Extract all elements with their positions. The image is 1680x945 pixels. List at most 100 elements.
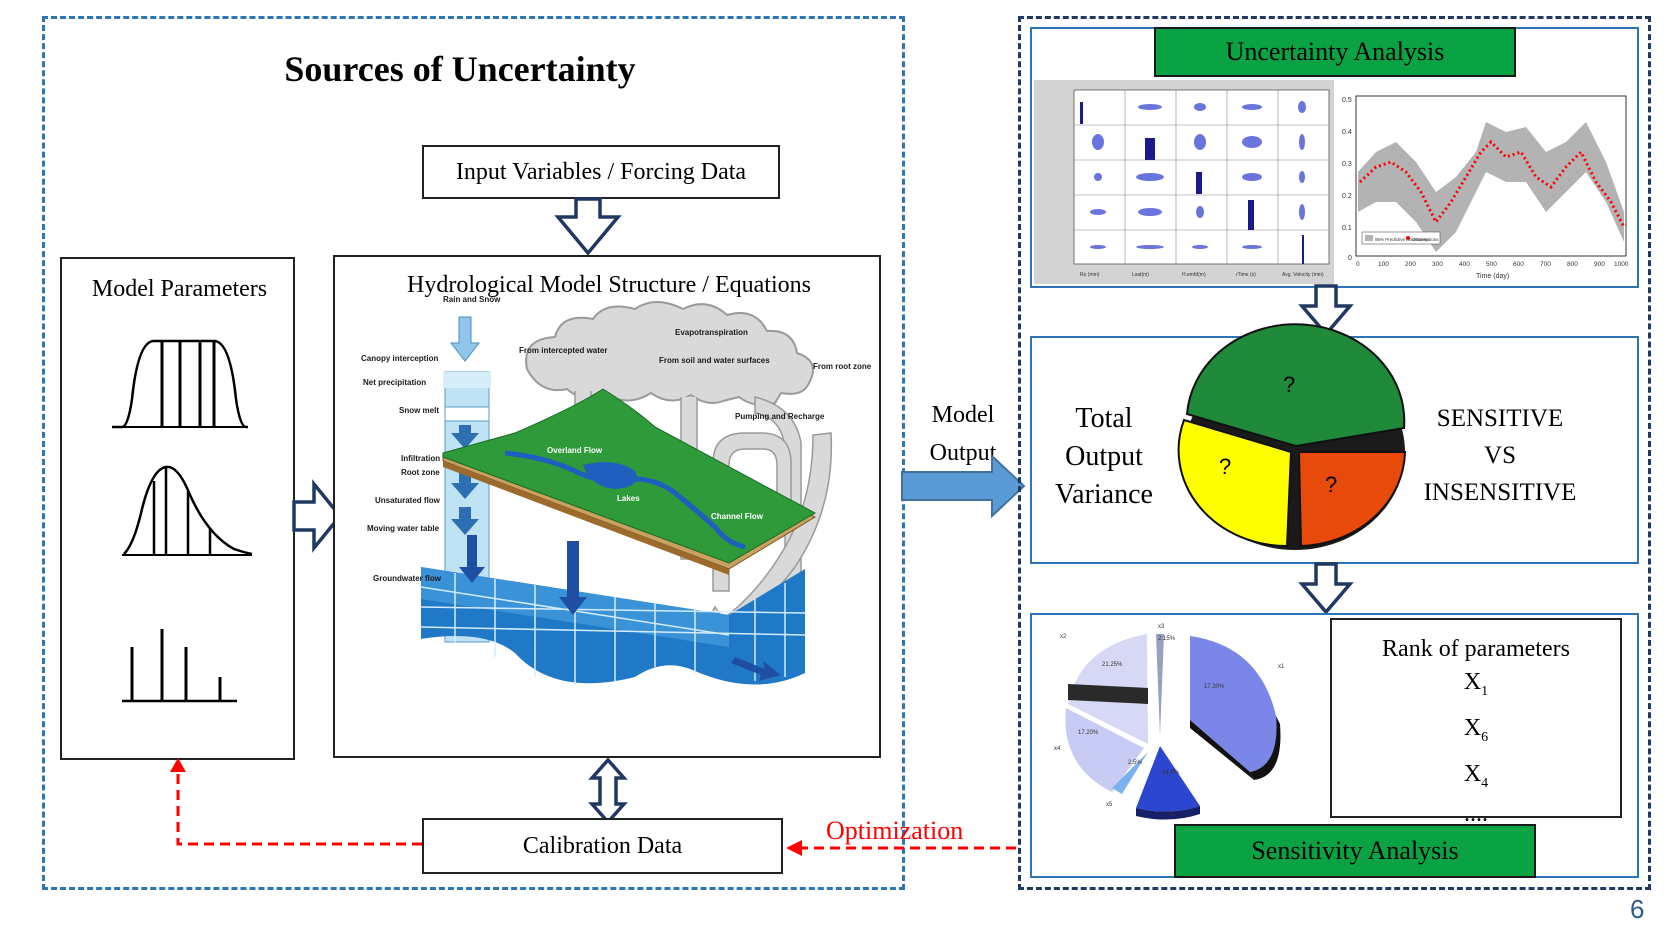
label-overland: Overland Flow bbox=[547, 446, 603, 455]
ts-xtick-5: 500 bbox=[1486, 261, 1497, 268]
input-variables-box: Input Variables / Forcing Data bbox=[422, 145, 780, 199]
ts-xtick-10: 1000 bbox=[1614, 261, 1629, 268]
model-parameters-title: Model Parameters bbox=[91, 275, 268, 302]
optimization-label: Optimization bbox=[826, 816, 964, 845]
sens-pie-label-6: 14.9% bbox=[1162, 770, 1180, 776]
ts-xtick-3: 300 bbox=[1432, 261, 1443, 268]
model-structure-title: Hydrological Model Structure / Equations bbox=[407, 271, 811, 298]
panel-title: Sources of Uncertainty bbox=[284, 49, 636, 89]
sensitive-vs-insensitive-label: SENSITIVE VS INSENSITIVE bbox=[1400, 400, 1600, 511]
pie-question-red: ? bbox=[1325, 472, 1337, 497]
label-root-zone: Root zone bbox=[401, 468, 440, 477]
ts-ytick-1: 0.4 bbox=[1342, 129, 1352, 136]
uncertainty-timeseries-plot: 95% Predictive uncertainty Observations … bbox=[1342, 95, 1629, 280]
scatter-xlabel-1: Ro (mm) bbox=[1080, 272, 1100, 278]
label-from-intercepted: From intercepted water bbox=[519, 346, 607, 355]
sens-slice-x7: x7 bbox=[1170, 812, 1177, 818]
uniform-distribution-icon bbox=[112, 339, 248, 429]
label-evapo: Evapotranspiration bbox=[675, 328, 748, 337]
label-net-precip: Net precipitation bbox=[363, 378, 426, 387]
label-snow-melt: Snow melt bbox=[399, 406, 439, 415]
total-line-3: Variance bbox=[1055, 479, 1153, 510]
scatter-xlabel-3: H.emfd(m) bbox=[1182, 272, 1206, 278]
sens-slice-x2: x2 bbox=[1060, 634, 1067, 640]
total-line-1: Total bbox=[1075, 403, 1133, 434]
ts-xtick-4: 400 bbox=[1459, 261, 1470, 268]
rank-of-parameters-box: Rank of parameters X1 X6 X4 .... bbox=[1330, 618, 1622, 827]
label-rain: Rain and Snow bbox=[443, 295, 501, 304]
model-output-line-1: Model bbox=[931, 402, 995, 428]
sens-pie-label-3: 17.30% bbox=[1204, 684, 1225, 690]
calibration-to-params-dashed-arrow bbox=[170, 758, 422, 846]
legend-obs: Observations bbox=[1412, 237, 1439, 242]
ts-ytick-0: 0.5 bbox=[1342, 97, 1352, 104]
model-output-line-2: Output bbox=[929, 440, 997, 466]
label-canopy: Canopy interception bbox=[361, 354, 438, 363]
ts-xtick-0: 0 bbox=[1356, 261, 1360, 268]
ts-xtick-9: 900 bbox=[1594, 261, 1605, 268]
pie-question-green: ? bbox=[1283, 372, 1295, 397]
ts-xtick-2: 200 bbox=[1405, 261, 1416, 268]
input-to-model-arrow bbox=[554, 197, 622, 256]
label-from-soil: From soil and water surfaces bbox=[659, 356, 770, 365]
ts-ytick-4: 0.1 bbox=[1342, 225, 1352, 232]
label-lakes: Lakes bbox=[617, 494, 640, 503]
model-calibration-double-arrow bbox=[588, 757, 628, 825]
label-unsat-flow: Unsaturated flow bbox=[375, 496, 441, 505]
ts-xlabel: Time (day) bbox=[1476, 273, 1509, 280]
ts-xtick-8: 800 bbox=[1567, 261, 1578, 268]
model-output-arrow bbox=[901, 453, 1026, 519]
uncertainty-to-variance-arrow bbox=[1298, 284, 1354, 337]
rank-item-3-sub: 4 bbox=[1481, 775, 1489, 791]
uncertainty-scatter-matrix: Ro (mm) Lsat(m) H.emfd(m) rTime (s) Avg.… bbox=[1034, 80, 1334, 284]
rank-ellipsis: .... bbox=[1464, 801, 1488, 828]
total-output-variance-label: Total Output Variance bbox=[1044, 400, 1164, 514]
rank-item-2-base: X bbox=[1463, 714, 1482, 741]
uncertainty-analysis-label: Uncertainty Analysis bbox=[1154, 27, 1516, 77]
model-parameters-box: Model Parameters bbox=[60, 257, 295, 760]
rank-item-3: X4 bbox=[1332, 756, 1620, 802]
ts-ytick-5: 0 bbox=[1348, 255, 1352, 262]
calibration-data-box: Calibration Data bbox=[422, 818, 783, 874]
rank-item-3-base: X bbox=[1463, 760, 1482, 787]
label-groundwater: Groundwater flow bbox=[373, 574, 442, 583]
rank-item-1-sub: 1 bbox=[1481, 683, 1489, 699]
total-line-2: Output bbox=[1065, 441, 1143, 472]
rank-item-2: X6 bbox=[1332, 710, 1620, 756]
rank-item-2-sub: 6 bbox=[1481, 729, 1489, 745]
variance-to-sensitivity-arrow bbox=[1298, 562, 1354, 615]
ts-ytick-2: 0.3 bbox=[1342, 161, 1352, 168]
sens-slice-x5: x5 bbox=[1106, 802, 1113, 808]
optimization-dashed-arrow bbox=[786, 840, 1016, 856]
hydrology-illustration: Rain and Snow Canopy interception Net pr… bbox=[361, 295, 872, 685]
sens-pie-label-4: 17.20% bbox=[1078, 730, 1099, 736]
sens-slice-x3: x3 bbox=[1158, 624, 1165, 630]
sens-line-1: SENSITIVE bbox=[1436, 405, 1564, 432]
sens-pie-label-1: 21.25% bbox=[1102, 662, 1123, 668]
label-channel: Channel Flow bbox=[711, 512, 764, 521]
sens-line-3: INSENSITIVE bbox=[1423, 479, 1577, 506]
sens-slice-x1: x1 bbox=[1278, 664, 1285, 670]
ts-ytick-3: 0.2 bbox=[1342, 193, 1352, 200]
skewed-distribution-icon bbox=[122, 465, 253, 556]
sensitivity-analysis-label: Sensitivity Analysis bbox=[1174, 824, 1536, 878]
ts-xtick-6: 600 bbox=[1513, 261, 1524, 268]
model-structure-box: Hydrological Model Structure / Equations bbox=[333, 255, 881, 758]
label-infiltration: Infiltration bbox=[401, 454, 440, 463]
uncertainty-sources-panel bbox=[42, 16, 905, 890]
pie-question-yellow: ? bbox=[1219, 454, 1231, 479]
ts-xtick-7: 700 bbox=[1540, 261, 1551, 268]
legend-band: 95% Predictive uncertainty bbox=[1375, 237, 1429, 242]
analysis-panel bbox=[1018, 16, 1651, 890]
sens-slice-x4: x4 bbox=[1054, 746, 1061, 752]
sensitivity-pie-chart: 21.25% 2.15% 17.30% 17.20% 2.5% 14.9% x2… bbox=[1054, 624, 1285, 820]
discrete-distribution-icon bbox=[122, 629, 237, 703]
sens-pie-label-2: 2.15% bbox=[1158, 636, 1176, 642]
label-water-table: Moving water table bbox=[367, 524, 440, 533]
params-to-model-arrow bbox=[292, 479, 343, 553]
scatter-xlabel-5: Avg. Velocity (mm) bbox=[1282, 272, 1324, 278]
sens-pie-label-5: 2.5% bbox=[1128, 760, 1142, 766]
rank-item-1-base: X bbox=[1463, 669, 1482, 695]
model-output-label: Model Output bbox=[918, 396, 1008, 472]
scatter-xlabel-2: Lsat(m) bbox=[1132, 272, 1149, 278]
